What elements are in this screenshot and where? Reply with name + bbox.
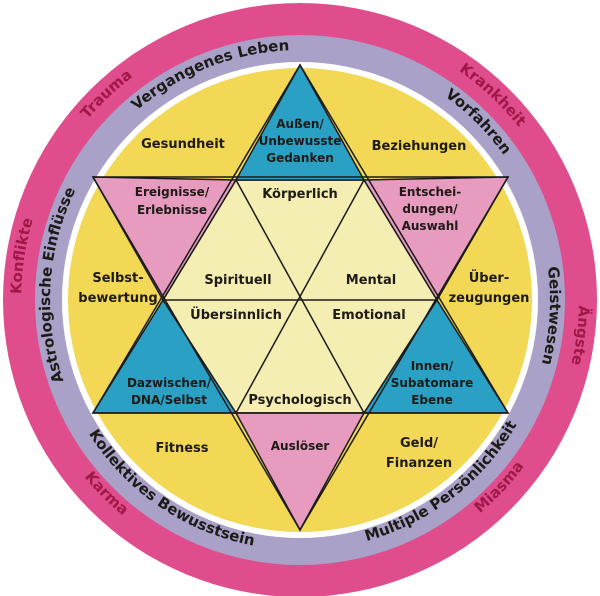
tip-top-line-1: Außen/ (276, 117, 324, 131)
region-label-ueberzeugungen-1: Über- (469, 270, 510, 286)
region-label-geld-1: Geld/ (400, 436, 438, 451)
tip-upper-left-line-1: Ereignisse/ (135, 185, 210, 199)
tip-upper-left-line-2: Erlebnisse (137, 203, 207, 217)
tip-lower-right-line-1: Innen/ (411, 359, 454, 373)
region-label-ueberzeugungen-2: zeugungen (449, 291, 530, 306)
tip-bottom-label: Auslöser (271, 439, 330, 453)
tip-upper-right-line-2: dungen/ (402, 202, 458, 216)
region-label-selbstbewertung-1: Selbst- (92, 271, 143, 286)
tip-upper-right-line-3: Auswahl (402, 219, 459, 233)
hex-label-mental: Mental (346, 273, 396, 288)
region-label-geld-2: Finanzen (386, 456, 452, 471)
hex-label-koerperlich: Körperlich (262, 187, 338, 202)
hex-label-psychologisch: Psychologisch (248, 393, 351, 408)
tip-top-line-2: Unbewusste (259, 134, 342, 148)
hex-label-uebersinnlich: Übersinnlich (190, 307, 282, 323)
hex-divider-2 (235, 179, 365, 414)
tip-top-line-3: Gedanken (266, 151, 334, 165)
region-label-selbstbewertung-2: bewertung (78, 291, 157, 306)
tip-lower-right-line-2: Subatomare (391, 376, 474, 390)
region-label-fitness: Fitness (155, 441, 208, 456)
region-label-gesundheit: Gesundheit (141, 137, 225, 152)
tip-lower-left-line-1: Dazwischen/ (127, 376, 212, 390)
star-triangle-down (91, 176, 510, 532)
triangle-upper-left (91, 176, 238, 302)
star-triangle-up (91, 63, 510, 414)
tip-upper-right-line-1: Entschei- (399, 185, 462, 199)
tip-lower-right-line-3: Ebene (411, 393, 453, 407)
triangle-top (234, 63, 366, 181)
hex-label-emotional: Emotional (332, 308, 405, 323)
region-label-beziehungen: Beziehungen (372, 139, 467, 154)
tip-lower-left-line-2: DNA/Selbst (131, 393, 207, 407)
hex-label-spirituell: Spirituell (204, 273, 271, 288)
